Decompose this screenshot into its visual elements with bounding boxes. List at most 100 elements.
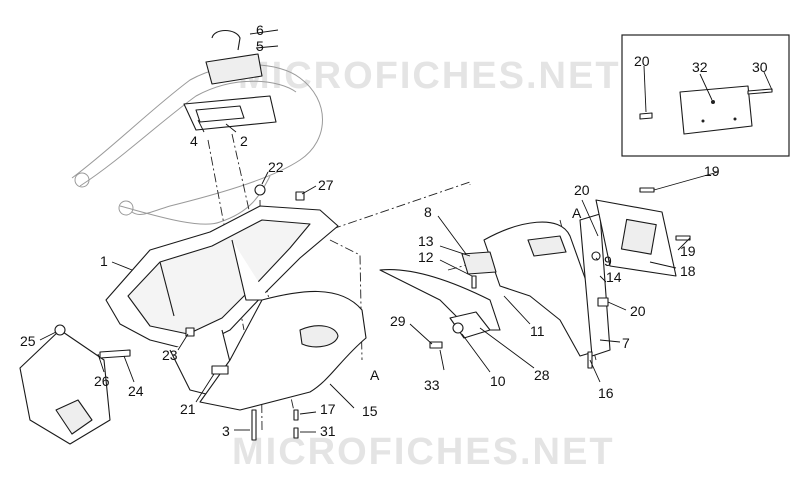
inset-detail-box (621, 34, 790, 157)
callout-5: 5 (256, 38, 264, 54)
callout-4: 4 (190, 133, 198, 149)
callout-24: 24 (128, 383, 144, 399)
callout-19-upper: 19 (704, 163, 720, 179)
callout-19-lower: 19 (680, 243, 696, 259)
leader-line (699, 73, 713, 101)
rear-fender-part (379, 213, 611, 357)
callout-18: 18 (680, 263, 696, 279)
leader-line (299, 411, 317, 415)
callout-28: 28 (534, 367, 550, 383)
screw-19-part (639, 187, 655, 193)
leader-line (177, 333, 189, 351)
callout-15: 15 (362, 403, 378, 419)
leader-line (503, 295, 531, 325)
leader-line (607, 301, 627, 311)
callout-32: 32 (692, 59, 708, 75)
leader-line (439, 259, 473, 277)
leader-line (479, 327, 535, 369)
callout-26: 26 (94, 373, 110, 389)
assembly-dash-line (299, 181, 471, 241)
callout-16: 16 (598, 385, 614, 401)
callout-2: 2 (240, 133, 248, 149)
tail-light-mount-part (449, 251, 497, 339)
callout-10: 10 (490, 373, 506, 389)
nut-22-part (254, 184, 266, 196)
callout-6: 6 (256, 22, 264, 38)
nut-9-part (591, 251, 601, 261)
bracket-slot (195, 105, 245, 123)
callout-9: 9 (604, 253, 612, 269)
callout-8: 8 (424, 204, 432, 220)
bolt-3-part (251, 409, 257, 441)
leader-line (599, 339, 621, 343)
callout-22: 22 (268, 159, 284, 175)
callout-3: 3 (222, 423, 230, 439)
leader-line (329, 383, 355, 409)
callout-30: 30 (752, 59, 768, 75)
watermark-top: MICROFICHES.NET (238, 55, 621, 97)
leader-line (599, 275, 607, 283)
callout-20-lower: 20 (630, 303, 646, 319)
callout-20-inset: 20 (634, 53, 650, 69)
nut-23-part (185, 327, 195, 337)
callout-23: 23 (162, 347, 178, 363)
leader-line (461, 333, 491, 373)
callout-27: 27 (318, 177, 334, 193)
plate-screw-part (747, 88, 773, 95)
callout-29: 29 (390, 313, 406, 329)
plate-hole (711, 100, 715, 104)
callout-21: 21 (180, 401, 196, 417)
leader-line (581, 199, 599, 237)
leader-line (39, 331, 57, 341)
callout-31: 31 (320, 423, 336, 439)
leader-line (439, 349, 445, 371)
callout-20-upper: 20 (574, 182, 590, 198)
lock-cover-part (205, 53, 263, 85)
callout-11: 11 (530, 323, 545, 339)
leader-line (677, 237, 691, 251)
nut-20-part (597, 297, 609, 307)
leader-line (301, 185, 317, 195)
plate-hole (733, 117, 737, 121)
plate-hole (701, 119, 705, 123)
callout-12: 12 (418, 249, 434, 265)
clip-21-part (211, 365, 229, 375)
callout-7: 7 (622, 335, 630, 351)
callout-14: 14 (606, 269, 622, 285)
leader-line (195, 373, 215, 403)
leader-line (255, 45, 279, 49)
callout-13: 13 (418, 233, 434, 249)
leader-line (649, 261, 677, 269)
nut-27-part (295, 191, 305, 201)
callout-33: 33 (424, 377, 440, 393)
callout-1: 1 (100, 253, 108, 269)
leader-line (589, 359, 601, 383)
leader-line (123, 355, 135, 383)
leader-line (643, 65, 647, 113)
callout-ref-a-left: A (370, 367, 380, 383)
guard-recess (299, 325, 339, 348)
callout-ref-a-right: A (572, 205, 582, 221)
side-bracket-part (19, 324, 131, 445)
leader-line (249, 29, 279, 35)
assembly-dash-line (447, 255, 501, 271)
callout-17: 17 (320, 401, 336, 417)
leader-line (97, 353, 105, 373)
bolt-29-part (429, 341, 443, 349)
leader-line (261, 171, 269, 185)
tail-guard-part (199, 290, 367, 411)
leader-line (409, 323, 433, 345)
cable-loop-part (211, 29, 241, 51)
plate-spacer-part (639, 112, 653, 120)
leader-line (111, 261, 133, 271)
leader-line (763, 71, 773, 91)
watermark-bottom: MICROFICHES.NET (232, 431, 615, 473)
seat-lock-assembly (183, 29, 277, 131)
license-plate-part (679, 85, 753, 135)
leader-line (225, 123, 237, 133)
screw-17-part (293, 409, 299, 421)
plate-bracket-part (595, 199, 677, 277)
leader-line (653, 171, 719, 191)
